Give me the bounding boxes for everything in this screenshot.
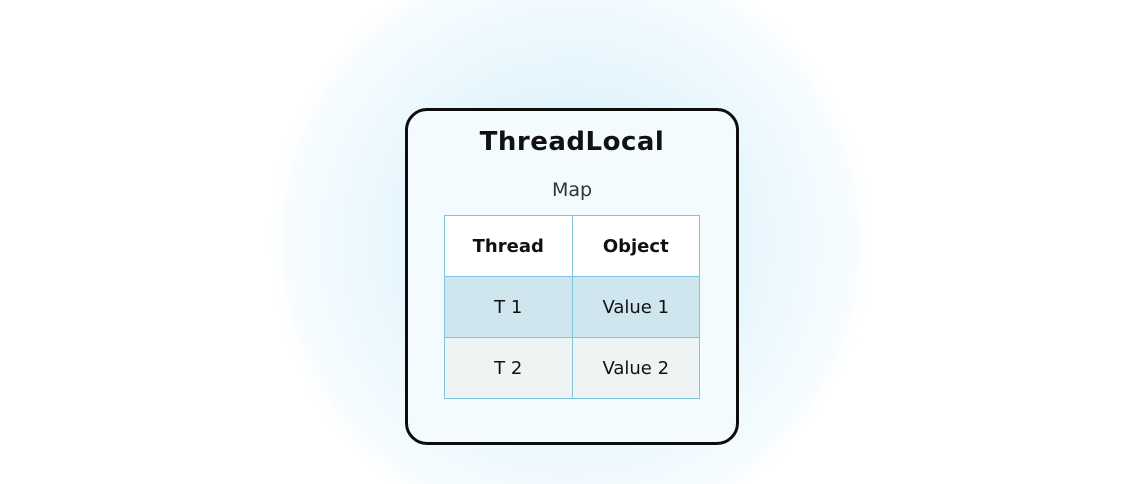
column-header-thread: Thread: [444, 215, 573, 277]
cell-thread-2: T 2: [444, 337, 573, 399]
table-row: T 2 Value 2: [444, 337, 700, 399]
column-header-object: Object: [571, 215, 700, 277]
cell-value-2: Value 2: [571, 337, 700, 399]
threadlocal-card: ThreadLocal Map Thread Object T 1 Value …: [405, 108, 739, 445]
map-label: Map: [551, 179, 593, 201]
cell-thread-1: T 1: [444, 276, 573, 338]
cell-value-1: Value 1: [571, 276, 700, 338]
map-table: Thread Object T 1 Value 1 T 2 Value 2: [444, 215, 700, 399]
map-table-container: Thread Object T 1 Value 1 T 2 Value 2: [444, 215, 700, 399]
table-header-row: Thread Object: [444, 215, 700, 277]
page-title: ThreadLocal: [479, 127, 665, 157]
table-row: T 1 Value 1: [444, 276, 700, 338]
